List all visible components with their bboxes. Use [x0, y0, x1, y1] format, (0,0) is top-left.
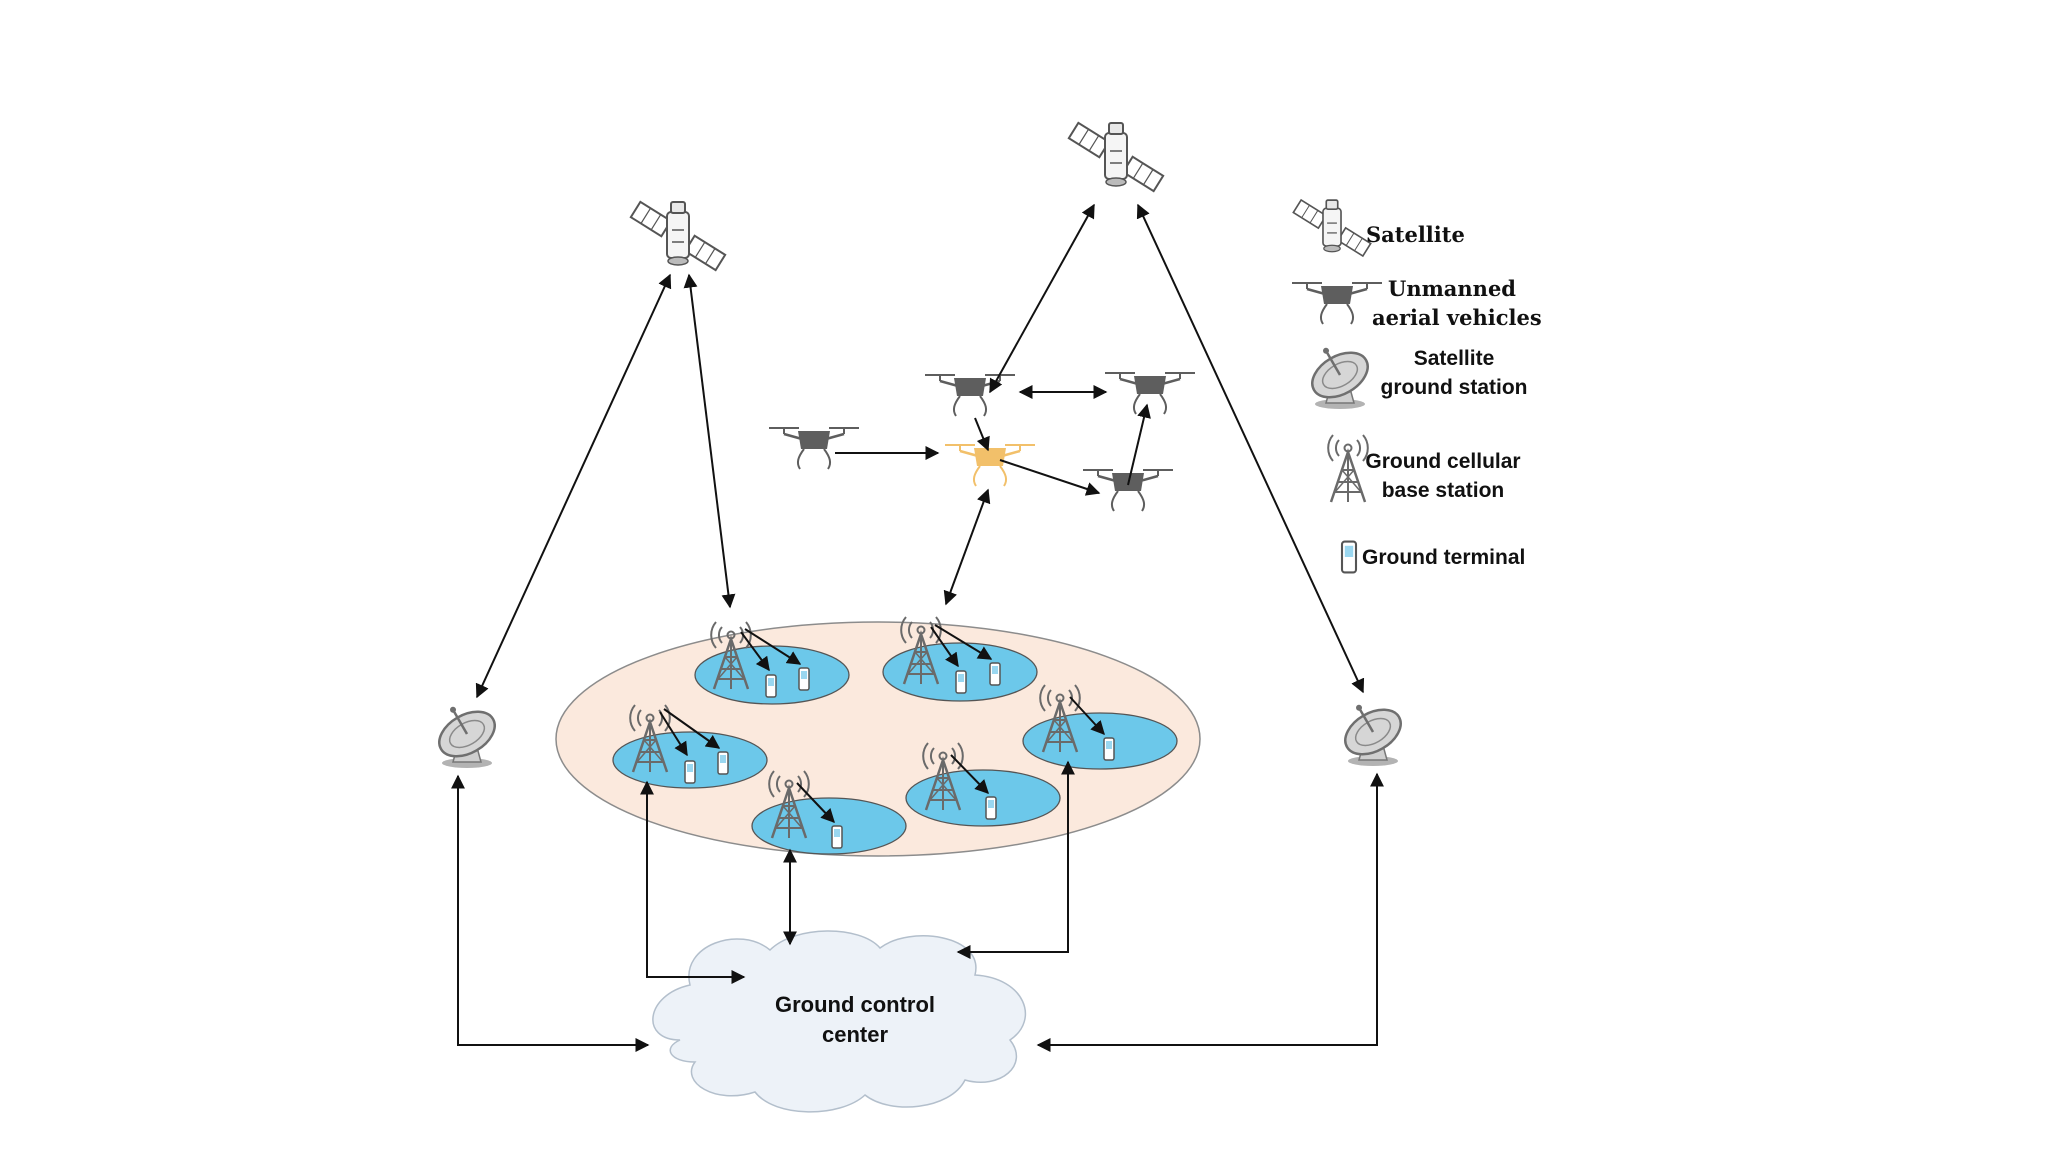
legend-cellular-label: Ground cellular base station	[1362, 447, 1524, 505]
ground-control-center-label: Ground control center	[740, 990, 970, 1050]
drone-icon	[1081, 468, 1175, 513]
legend-ground-station-line1: Satellite	[1413, 347, 1495, 370]
network-links	[451, 203, 1384, 1052]
drone-icon	[943, 443, 1037, 488]
legend-terminal-label: Ground terminal	[1362, 546, 1526, 569]
legend-cellular-line2: base station	[1381, 479, 1505, 502]
satellite-icon	[1067, 121, 1165, 193]
phone-icon	[1103, 737, 1115, 761]
legend-uav-line1: Unmanned	[1388, 276, 1516, 301]
legend-ground-station-line2: ground station	[1380, 376, 1528, 399]
legend-satellite-dish-icon	[1297, 331, 1377, 411]
cell-area	[1022, 712, 1178, 770]
legend-satellite-icon	[1292, 199, 1372, 257]
phone-icon	[798, 667, 810, 691]
legend-phone-icon	[1340, 540, 1358, 574]
satellite-dish-icon	[1330, 688, 1410, 768]
phone-icon	[765, 674, 777, 698]
legend-uav-label: Unmanned aerial vehicles	[1372, 274, 1542, 332]
phone-icon	[684, 760, 696, 784]
drone-icon	[1103, 371, 1197, 416]
legend-cellular-line1: Ground cellular	[1365, 450, 1521, 473]
satellite-icon	[629, 200, 727, 272]
phone-icon	[989, 662, 1001, 686]
phone-icon	[955, 670, 967, 694]
legend-satellite-label: Satellite	[1366, 222, 1465, 247]
legend-uav-line2: aerial vehicles	[1372, 305, 1542, 330]
phone-icon	[717, 751, 729, 775]
legend-ground-station-label: Satellite ground station	[1374, 344, 1534, 402]
phone-icon	[985, 796, 997, 820]
phone-icon	[831, 825, 843, 849]
legend-drone-icon	[1290, 281, 1384, 326]
drone-icon	[923, 373, 1017, 418]
ground-control-center-line1: Ground control	[774, 992, 936, 1017]
drone-icon	[767, 426, 861, 471]
satellite-dish-icon	[424, 690, 504, 770]
ground-control-center-line2: center	[821, 1022, 889, 1047]
